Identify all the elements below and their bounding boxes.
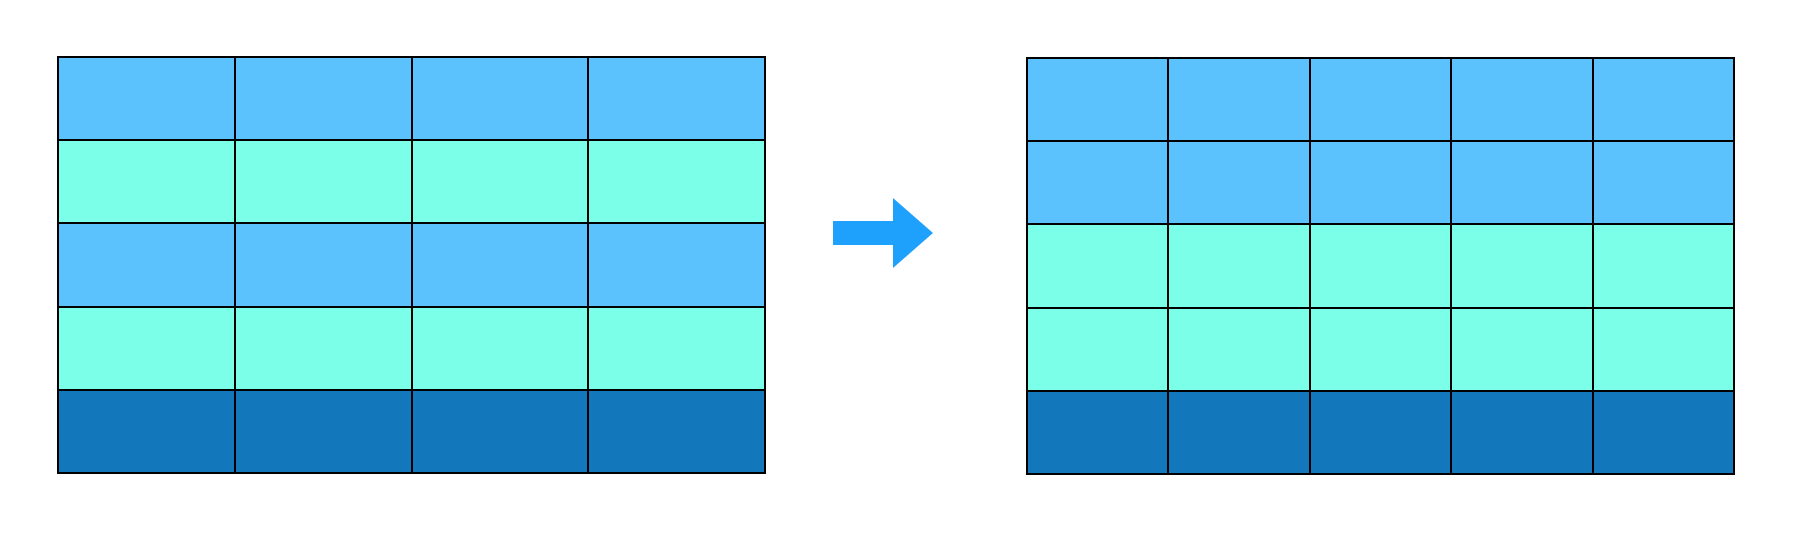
before-cell (587, 305, 766, 391)
after-cell (1025, 140, 1170, 226)
before-row-1 (57, 55, 766, 142)
after-cell (1308, 56, 1453, 143)
before-cell (57, 222, 236, 308)
after-cell (1591, 306, 1736, 392)
before-cell (233, 222, 413, 308)
after-row-5 (1025, 389, 1736, 476)
before-cell (233, 55, 413, 142)
after-cell (1308, 389, 1453, 476)
after-cell (1025, 389, 1170, 476)
before-cell (233, 388, 413, 475)
before-cell (410, 222, 590, 308)
after-cell (1591, 223, 1736, 309)
before-cell (587, 222, 766, 308)
after-cell (1167, 306, 1311, 392)
after-table (1025, 56, 1736, 476)
before-cell (57, 139, 236, 225)
after-cell (1025, 306, 1170, 392)
after-cell (1591, 389, 1736, 476)
before-cell (587, 139, 766, 225)
after-cell (1308, 306, 1453, 392)
after-cell (1308, 140, 1453, 226)
after-cell (1591, 56, 1736, 143)
before-cell (233, 139, 413, 225)
after-cell (1450, 56, 1594, 143)
after-cell (1167, 56, 1311, 143)
arrow-shape (833, 198, 933, 268)
before-cell (410, 139, 590, 225)
after-cell (1025, 223, 1170, 309)
before-cell (587, 388, 766, 475)
after-row-3 (1025, 223, 1736, 309)
before-row-3 (57, 222, 766, 308)
after-cell (1167, 223, 1311, 309)
after-cell (1025, 56, 1170, 143)
after-cell (1450, 223, 1594, 309)
after-row-2 (1025, 140, 1736, 226)
before-cell (410, 55, 590, 142)
before-cell (587, 55, 766, 142)
before-table-body (57, 55, 766, 475)
before-row-4 (57, 305, 766, 391)
after-row-1 (1025, 56, 1736, 143)
before-cell (233, 305, 413, 391)
before-row-5 (57, 388, 766, 475)
after-cell (1450, 306, 1594, 392)
after-table-body (1025, 56, 1736, 476)
before-cell (57, 388, 236, 475)
after-cell (1591, 140, 1736, 226)
arrow-right-icon (833, 198, 933, 268)
before-row-2 (57, 139, 766, 225)
after-cell (1450, 389, 1594, 476)
after-cell (1167, 389, 1311, 476)
before-table (57, 55, 766, 475)
before-cell (57, 55, 236, 142)
before-cell (410, 305, 590, 391)
before-cell (410, 388, 590, 475)
after-cell (1450, 140, 1594, 226)
before-cell (57, 305, 236, 391)
after-cell (1167, 140, 1311, 226)
after-cell (1308, 223, 1453, 309)
after-row-4 (1025, 306, 1736, 392)
